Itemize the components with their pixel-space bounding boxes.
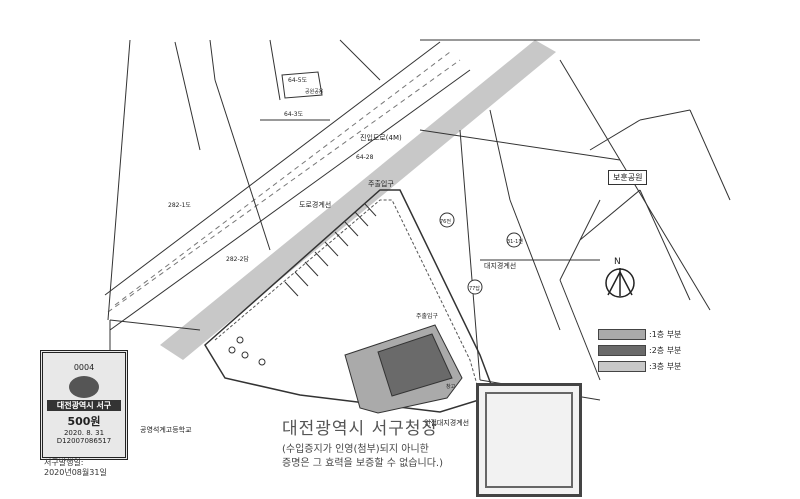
legend-swatch-floor3	[598, 360, 646, 372]
label-park: 공원공용	[305, 88, 324, 95]
label-lot-282-2: 282-2답	[226, 256, 249, 263]
stamp-code: 0004	[73, 363, 95, 372]
official-seal	[476, 383, 582, 497]
legend-label: :3층 부분	[649, 361, 682, 371]
revenue-stamp: 0004 대전광역시 서구 500원 2020. 8. 31 D12007086…	[40, 350, 128, 460]
issue-date: 서구발행일: 2020년08월31일	[44, 458, 107, 478]
label-access-road: 진입도로(4M)	[360, 133, 402, 142]
label-lot-31-1: 31-1전	[507, 238, 523, 245]
label-bottom-note: 인접대지경계선	[424, 418, 469, 427]
emblem-icon	[69, 376, 99, 398]
issuing-office: 대전광역시 서구청장	[282, 419, 439, 439]
stamp-city: 대전광역시 서구	[47, 400, 121, 411]
stamp-date: 2020. 8. 31	[63, 429, 105, 437]
legend-label: :2층 부분	[649, 345, 682, 355]
certification-note-2: 증명은 그 효력을 보증할 수 없습니다.)	[282, 458, 443, 469]
site-hatching	[284, 203, 377, 297]
label-land-school: 공영석계고등학교	[140, 425, 192, 434]
parcel-marker	[506, 232, 522, 248]
label-lot-64-5: 64-5도	[288, 77, 308, 84]
legend-label: :1층 부분	[649, 329, 682, 339]
label-lot-64-28: 64-28	[356, 154, 374, 161]
north-symbol: N	[614, 257, 621, 267]
label-lot-76: 76전	[440, 218, 451, 225]
label-lot-282-1: 282-1도	[168, 202, 191, 209]
label-entrance-inner: 주출입구	[416, 312, 439, 320]
stamp-fee: 500원	[67, 415, 101, 428]
label-lot-77: 77답	[469, 285, 480, 292]
legend-swatch-floor1	[598, 328, 646, 340]
parcel-marker	[467, 279, 483, 295]
label-building-note: 창고	[446, 383, 456, 390]
issue-date-label: 서구발행일:	[44, 458, 84, 467]
legend-row: :3층 부분	[598, 358, 681, 374]
building-floor-2	[377, 333, 453, 397]
legend-row: :2층 부분	[598, 342, 681, 358]
north-arrow-icon	[605, 268, 635, 298]
legend-row: :1층 부분	[598, 326, 681, 342]
seal-inner	[485, 392, 573, 488]
label-bohun-park: 보훈공원	[608, 170, 648, 185]
label-road-boundary: 도로경계선	[299, 200, 331, 209]
certification-footer: 대전광역시 서구청장 (수입증지가 인영(첨부)되지 아니한 증명은 그 효력을…	[282, 414, 522, 471]
legend-swatch-floor2	[598, 344, 646, 356]
label-lot-64-3: 64-3도	[284, 111, 304, 118]
floor-legend: :1층 부분 :2층 부분 :3층 부분	[598, 326, 681, 374]
certification-note-1: (수입증지가 인영(첨부)되지 아니한	[282, 444, 429, 455]
access-road-band	[160, 40, 556, 360]
label-entrance-top: 주출입구	[368, 179, 394, 188]
label-site-boundary: 대지경계선	[484, 261, 516, 270]
stamp-serial: D12007086517	[56, 437, 112, 445]
parcel-marker	[439, 212, 455, 228]
issue-date-value: 2020년08월31일	[44, 468, 107, 477]
